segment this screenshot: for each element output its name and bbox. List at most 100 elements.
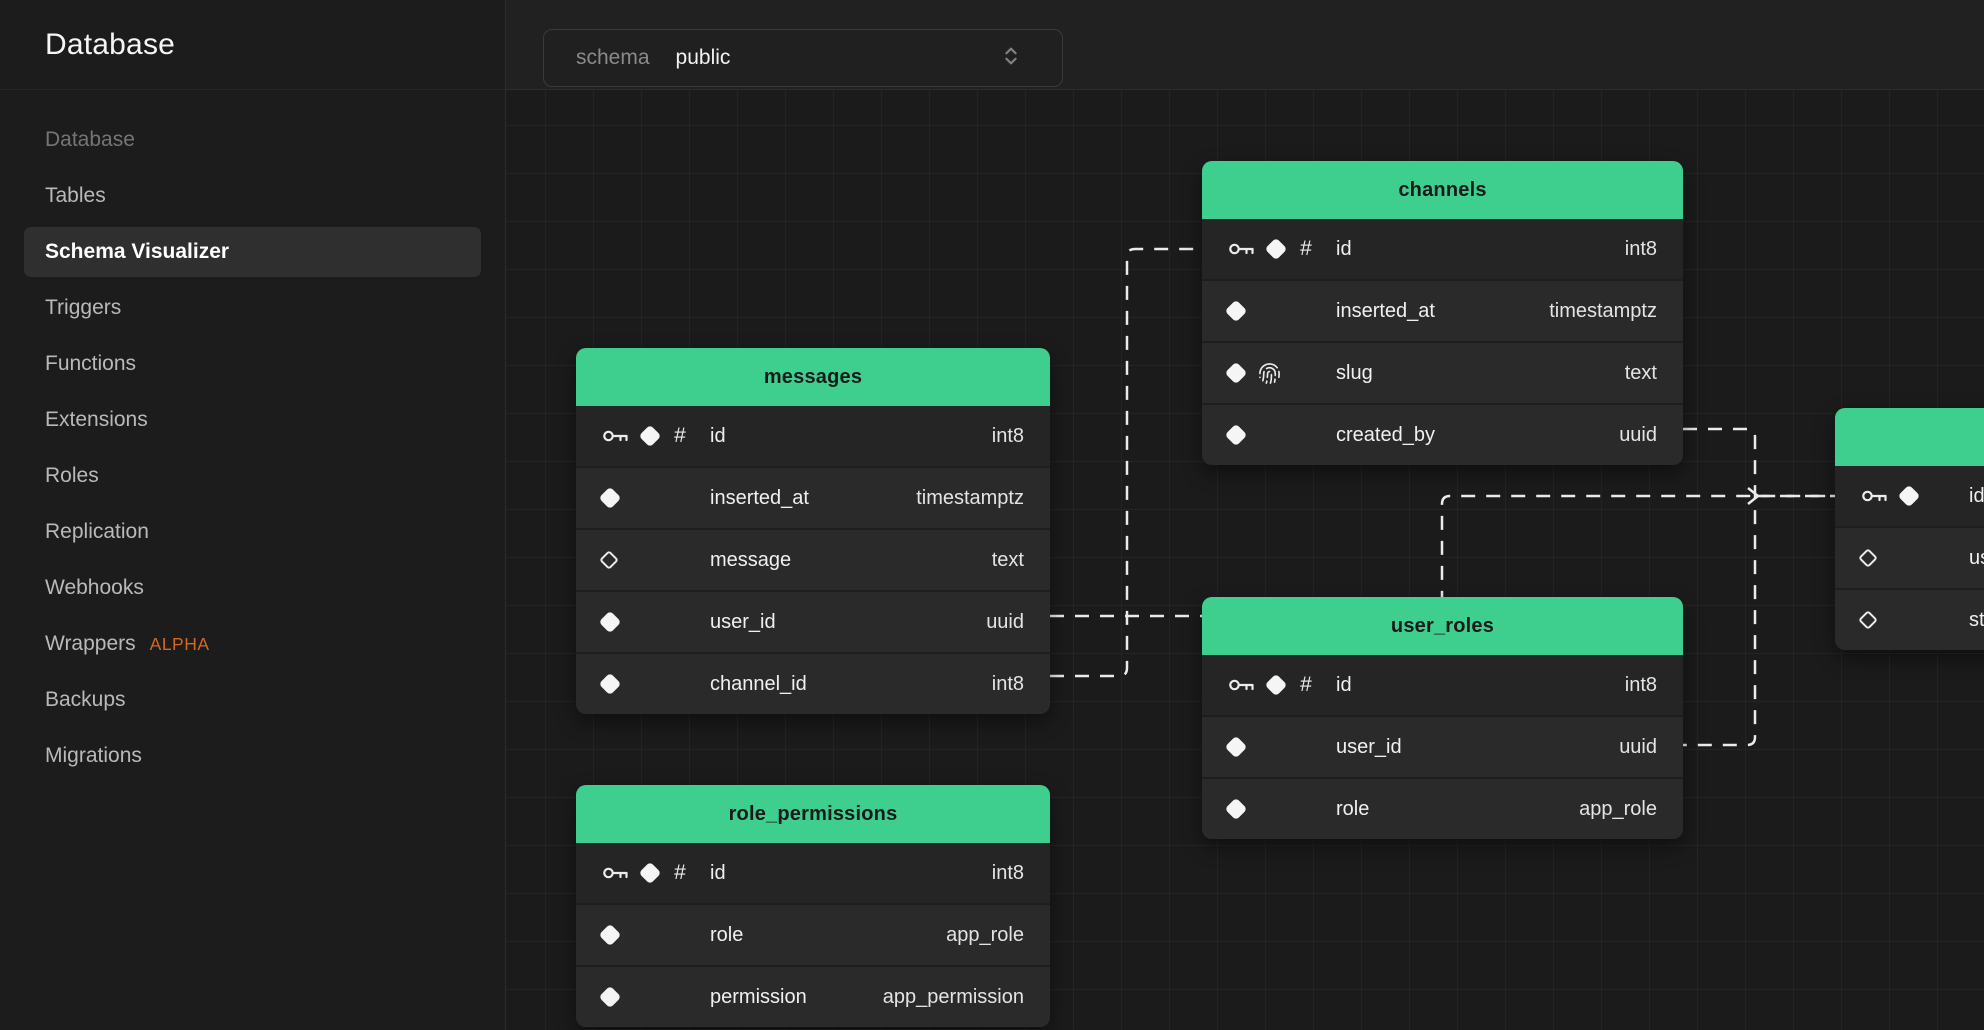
column-row: created_by uuid xyxy=(1202,403,1683,465)
hash-icon: # xyxy=(1300,237,1312,260)
column-icons xyxy=(1858,548,1957,568)
column-type: app_role xyxy=(946,923,1024,946)
alpha-badge: ALPHA xyxy=(149,633,210,654)
column-type: int8 xyxy=(991,424,1024,447)
column-name: role xyxy=(710,923,744,946)
column-type: int8 xyxy=(1624,673,1657,696)
sidebar-item-schema-visualizer[interactable]: Schema Visualizer xyxy=(24,227,481,277)
sidebar-item-database[interactable]: Database xyxy=(24,112,481,168)
sidebar-item-tables[interactable]: Tables xyxy=(24,168,481,224)
column-icons xyxy=(1224,361,1324,385)
sidebar-item-label: Wrappers xyxy=(45,632,136,655)
column-icons xyxy=(1858,610,1957,630)
column-icons: # xyxy=(602,424,698,448)
sidebar-item-replication[interactable]: Replication xyxy=(24,504,481,560)
sidebar-item-roles[interactable]: Roles xyxy=(24,448,481,504)
diamond-filled-icon xyxy=(1224,797,1248,821)
relationship-arrow xyxy=(1747,487,1761,505)
sidebar-item-webhooks[interactable]: Webhooks xyxy=(24,560,481,616)
column-icons xyxy=(598,923,698,947)
schema-select[interactable]: schema public xyxy=(543,29,1063,87)
column-name: user_id xyxy=(1336,735,1402,758)
column-name: id xyxy=(1336,237,1352,260)
sidebar-item-label: Schema Visualizer xyxy=(45,240,230,263)
column-name: inserted_at xyxy=(710,486,809,509)
sidebar-item-backups[interactable]: Backups xyxy=(24,672,481,728)
sidebar-item-extensions[interactable]: Extensions xyxy=(24,392,481,448)
key-icon xyxy=(1229,679,1254,691)
table-header: role_permissions xyxy=(576,785,1050,843)
column-type: app_role xyxy=(1579,797,1657,820)
sidebar-item-functions[interactable]: Functions xyxy=(24,336,481,392)
sidebar-item-label: Triggers xyxy=(45,296,122,319)
sidebar-header: Database xyxy=(0,0,505,90)
topbar: schema public xyxy=(506,0,1984,90)
sidebar-item-label: Functions xyxy=(45,352,137,375)
column-name: created_by xyxy=(1336,423,1435,446)
diamond-filled-icon xyxy=(1264,237,1288,261)
table-title: user_roles xyxy=(1390,614,1495,637)
key-icon xyxy=(1862,490,1887,502)
fingerprint-icon xyxy=(1259,362,1280,384)
column-row: role app_role xyxy=(576,903,1050,965)
column-name: id xyxy=(1336,673,1352,696)
diamond-filled-icon xyxy=(1264,673,1288,697)
column-name: use xyxy=(1969,546,1984,569)
diamond-filled-icon xyxy=(1897,484,1921,508)
diamond-filled-icon xyxy=(598,486,622,510)
diamond-filled-icon xyxy=(1224,423,1248,447)
key-icon xyxy=(603,430,628,442)
column-row: use xyxy=(1835,526,1984,588)
column-icons xyxy=(599,550,698,570)
table-title: channels xyxy=(1398,178,1487,201)
column-name: slug xyxy=(1336,361,1373,384)
column-type: uuid xyxy=(1619,423,1657,446)
column-type: timestamptz xyxy=(916,486,1024,509)
column-row: user_id uuid xyxy=(1202,715,1683,777)
sidebar-item-label: Tables xyxy=(45,184,106,207)
table-header: messages xyxy=(576,348,1050,406)
column-icons xyxy=(1224,423,1324,447)
sidebar-item-wrappers[interactable]: Wrappers ALPHA xyxy=(24,616,481,672)
table-header xyxy=(1835,408,1984,466)
diamond-outline-icon xyxy=(1858,548,1878,568)
diamond-filled-icon xyxy=(638,861,662,885)
column-name: inserted_at xyxy=(1336,299,1435,322)
sidebar-item-label: Backups xyxy=(45,688,126,711)
diamond-filled-icon xyxy=(1224,361,1248,385)
column-type: uuid xyxy=(986,610,1024,633)
diamond-outline-icon xyxy=(1858,610,1878,630)
sidebar-item-label: Extensions xyxy=(45,408,148,431)
column-row: id xyxy=(1835,466,1984,526)
schema-select-label: schema xyxy=(576,46,650,69)
column-type: uuid xyxy=(1619,735,1657,758)
hash-icon: # xyxy=(674,424,686,447)
chevron-up-down-icon xyxy=(1000,45,1022,72)
sidebar-item-triggers[interactable]: Triggers xyxy=(24,280,481,336)
table-header: user_roles xyxy=(1202,597,1683,655)
sidebar-item-label: Migrations xyxy=(45,744,142,767)
table-node-partial_right[interactable]: idusesta xyxy=(1835,408,1984,650)
sidebar-item-migrations[interactable]: Migrations xyxy=(24,728,481,784)
column-type: text xyxy=(1624,361,1657,384)
sidebar-item-label: Database xyxy=(45,128,135,151)
diamond-filled-icon xyxy=(598,610,622,634)
hash-icon: # xyxy=(674,861,686,884)
diamond-filled-icon xyxy=(598,923,622,947)
column-icons xyxy=(1224,797,1324,821)
column-type: text xyxy=(991,548,1024,571)
relationship-line xyxy=(1683,427,1757,747)
